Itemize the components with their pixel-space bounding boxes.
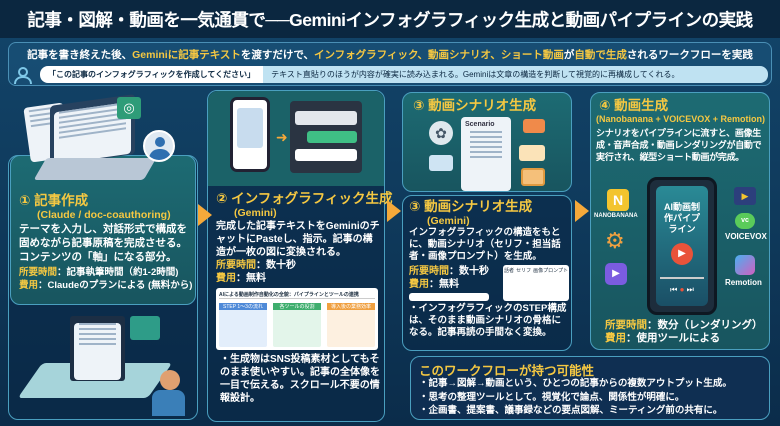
step3-tool: (Gemini) [427, 215, 470, 227]
chat-bubble-icon [429, 155, 453, 171]
summary-part: 記事を書き終えた後、 [27, 49, 133, 61]
summary-highlight: インフォグラフィック、動画シナリオ、ショート動画 [313, 49, 564, 61]
step2-tool: (Gemini) [234, 207, 277, 219]
possibilities-title: このワークフローが持つ可能性 [419, 364, 595, 378]
step3-panel: ③ 動画シナリオ生成 (Gemini) インフォグラフィックの構造をもとに、動画… [402, 195, 572, 351]
step2-note: ・生成物はSNS投稿素材としてもそのまま使いやすい。記事の全体像を一目で伝える。… [220, 354, 380, 404]
globe-chat-icon: ◎ [117, 97, 141, 119]
arrow-right-icon: ➜ [276, 129, 288, 145]
person-at-laptop-illustration [17, 308, 185, 416]
nanobanana-label: NANOBANANA [594, 213, 638, 219]
cost-label: 費用 [216, 273, 236, 284]
thumbnail-title: AIによる動画制作自動化の全貌：パイプラインとツールの連携 [219, 291, 375, 299]
openai-icon: ✿ [429, 121, 453, 145]
scenario-document: Scenario [461, 117, 511, 191]
possibility-item: ・企画書、提案書、議事録などの要点図解、ミーティング前の共有に。 [419, 405, 723, 416]
scenario-table-small [409, 293, 489, 301]
arrow-right-icon [387, 200, 401, 222]
infographic-thumbnail: AIによる動画制作自動化の全貌：パイプラインとツールの連携 STEP 1〜3の流… [216, 288, 378, 350]
step3-meta: 所要時間：数十秒費用：無料 [409, 265, 489, 291]
time-value: ：数分（レンダリング） [647, 319, 763, 331]
scenario-table-thumbnail: 話者セリフ画像プロンプト [503, 265, 569, 301]
summary-part: されるワークフローを実践 [626, 49, 753, 61]
person-avatar-icon [143, 130, 175, 162]
table-header: セリフ [516, 268, 532, 274]
step4-tool: (Nanobanana + VOICEVOX + Remotion) [596, 114, 766, 124]
phone-illustration [230, 97, 270, 172]
step3-note: ・インフォグラフィックのSTEP構成は、そのまま動画シナリオの骨格になる。記事再… [409, 303, 567, 338]
step3-header: ③ 動画シナリオ生成 [413, 98, 537, 113]
table-header: 画像プロンプト [533, 268, 568, 274]
table-header: 話者 [504, 268, 515, 274]
remotion-label: Remotion [725, 278, 762, 287]
remotion-logo [735, 255, 755, 275]
summary-part: が [563, 49, 575, 61]
possibility-item: ・記事→図解→動画という、ひとつの記事からの複数アウトプット生成。 [419, 378, 732, 389]
step2-panel: ➜ ② インフォグラフィック生成 (Gemini) 完成した記事テキストをGem… [207, 90, 393, 422]
summary-highlight: Geminiに記事テキスト [132, 49, 241, 61]
video-play-icon: ▶ [605, 263, 627, 285]
step3-body: インフォグラフィックの構造をもとに、動画シナリオ（セリフ・担当話者・画像プロンプ… [409, 227, 561, 262]
voicevox-label: VOICEVOX [725, 232, 767, 241]
prompt-row: 「この記事のインフォグラフィックを作成してください」 テキスト直貼りのほうが内容… [40, 66, 768, 83]
possibility-item: ・思考の整理ツールとして。視覚化で論点、関係性が明確に。 [419, 391, 685, 403]
summary-text: 記事を書き終えた後、Geminiに記事テキストを渡すだけで、インフォグラフィック… [9, 47, 771, 62]
step2-body: 完成した記事テキストをGeminiのチャットにPasteし、指示。記事の構造が一… [216, 221, 380, 258]
step4-body: シナリオをパイプラインに流すと、画像生成・音声合成・動画レンダリングが自動で実行… [596, 128, 762, 162]
time-value: ：数十秒 [256, 260, 296, 271]
voicevox-logo: vc [735, 213, 755, 229]
step3-title: ③ 動画シナリオ生成 [409, 199, 533, 214]
time-label: 所要時間 [409, 266, 449, 277]
phone-title: AI動画制作パイプライン [663, 202, 700, 234]
arrow-right-icon [575, 200, 589, 222]
thumbnail-col: STEP 1〜3の流れ [219, 303, 267, 310]
step4-meta: 所要時間：数分（レンダリング） 費用：使用ツールによる [605, 319, 763, 345]
summary-highlight: 自動で生成 [574, 49, 627, 61]
message-card-icon [519, 145, 545, 161]
summary-part: を渡すだけで、 [240, 49, 314, 61]
playback-controls: ⏮ ● ⏭ [670, 285, 694, 294]
time-label: 所要時間 [605, 319, 647, 331]
nanobanana-logo: N [607, 189, 629, 211]
step2-meta: 所要時間：数十秒費用：無料 [216, 259, 380, 285]
play-icon: ▶ [671, 243, 693, 265]
cost-label: 費用 [19, 280, 39, 291]
speech-bubble-icon [523, 119, 545, 133]
time-label: 所要時間 [19, 267, 58, 278]
phone-video-illustration: AI動画制作パイプライン ▶ ⏮ ● ⏭ [647, 177, 717, 315]
cost-label: 費用 [409, 279, 429, 290]
image-icon [521, 168, 545, 186]
time-value: ：数十秒 [449, 266, 489, 277]
step1-card: ① 記事作成 (Claude / doc-coauthoring) テーマを入力… [10, 155, 196, 305]
step4-title: ④ 動画生成 [599, 98, 669, 113]
step4-panel: ④ 動画生成 (Nanobanana + VOICEVOX + Remotion… [590, 92, 770, 350]
thumbnail-col: 各ツールの役割 [273, 303, 321, 310]
scenario-label: Scenario [465, 121, 495, 128]
arrow-right-icon [198, 204, 212, 226]
prompt-note: テキスト直貼りのほうが内容が確実に読み込まれる。Geminiは文章の構造を判断し… [263, 66, 768, 83]
gemini-chat-window [290, 101, 362, 173]
user-icon [14, 67, 32, 84]
film-icon: ▶ [734, 187, 756, 205]
cost-value: ：Claudeのプランによる (無料から) [38, 280, 193, 291]
cost-value: ：使用ツールによる [626, 332, 721, 344]
step3-illustration-card: ③ 動画シナリオ生成 ✿ Scenario [402, 92, 572, 192]
page-title: 記事・図解・動画を一気通貫で──Geminiインフォグラフィック生成と動画パイプ… [0, 0, 780, 38]
step1-tool: (Claude / doc-coauthoring) [37, 209, 171, 221]
time-label: 所要時間 [216, 260, 256, 271]
prompt-quote: 「この記事のインフォグラフィックを作成してください」 [40, 66, 264, 83]
step1-title: ① 記事作成 [19, 193, 89, 208]
thumbnail-col: 導入後の業務効率 [327, 303, 375, 310]
possibilities-box: このワークフローが持つ可能性 ・記事→図解→動画という、ひとつの記事からの複数ア… [410, 356, 770, 420]
step1-body: テーマを入力し、対話形式で構成を固めながら記事原稿を完成させる。コンテンツの「軸… [19, 223, 187, 263]
cost-value: ：無料 [429, 279, 459, 290]
cost-value: ：無料 [236, 273, 266, 284]
gear-icon: ⚙ [605, 228, 625, 253]
cost-label: 費用 [605, 332, 626, 344]
time-value: ：記事執筆時間（約1-2時間) [57, 267, 179, 278]
step2-title: ② インフォグラフィック生成 [216, 191, 393, 206]
summary-box: 記事を書き終えた後、Geminiに記事テキストを渡すだけで、インフォグラフィック… [8, 42, 772, 86]
possibilities-list: ・記事→図解→動画という、ひとつの記事からの複数アウトプット生成。 ・思考の整理… [419, 377, 732, 418]
step1-meta: 所要時間：記事執筆時間（約1-2時間) 費用：Claudeのプランによる (無料か… [19, 266, 193, 292]
